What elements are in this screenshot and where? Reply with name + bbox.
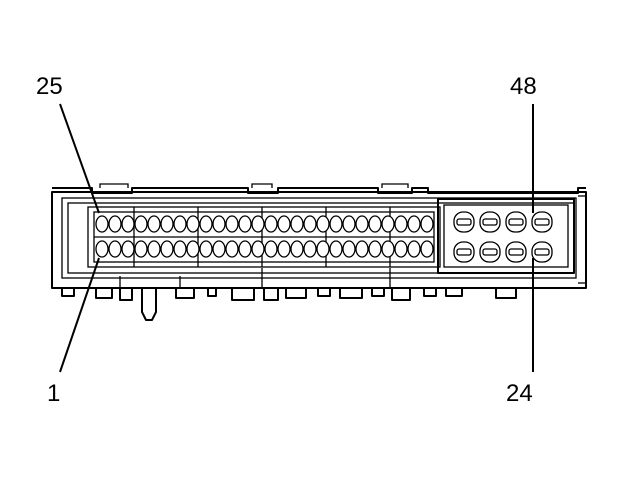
terminal-cavity: [108, 240, 122, 258]
terminal-cavity: [342, 240, 356, 258]
large-terminal-cavity: [453, 211, 475, 233]
terminal-cavity: [212, 215, 226, 233]
leader-pin-25: [59, 103, 100, 214]
large-terminal-cavity: [505, 241, 527, 263]
terminal-cavity: [420, 240, 434, 258]
terminal-cavity: [238, 215, 252, 233]
terminal-cavity: [173, 240, 187, 258]
terminal-cavity: [355, 215, 369, 233]
large-terminal-cavities: [453, 211, 553, 263]
terminal-cavity: [368, 240, 382, 258]
terminal-cavity: [225, 215, 239, 233]
callout-pin-1: 1: [47, 380, 61, 407]
terminal-cavity: [134, 215, 148, 233]
terminal-cavity: [173, 215, 187, 233]
terminal-cavity: [264, 215, 278, 233]
terminal-cavity: [290, 240, 304, 258]
terminal-cavity: [121, 240, 135, 258]
terminal-cavity: [95, 240, 109, 258]
large-terminal-cavity: [531, 211, 553, 233]
large-terminal-cavity: [479, 211, 501, 233]
large-terminal-cavity: [505, 211, 527, 233]
large-terminal-cavity: [479, 241, 501, 263]
callout-pin-25: 25: [36, 73, 63, 100]
terminal-cavity: [368, 215, 382, 233]
terminal-cavity: [199, 240, 213, 258]
terminal-cavity: [186, 215, 200, 233]
small-terminal-cavities: [95, 215, 434, 258]
terminal-cavity: [290, 215, 304, 233]
terminal-cavity: [303, 215, 317, 233]
terminal-cavity: [420, 215, 434, 233]
terminal-cavity: [251, 215, 265, 233]
terminal-cavity: [225, 240, 239, 258]
terminal-cavity: [329, 215, 343, 233]
housing-bottom-features: [61, 268, 517, 321]
leader-lines: [59, 103, 534, 373]
terminal-cavity: [381, 215, 395, 233]
terminal-cavity: [394, 215, 408, 233]
terminal-cavity: [342, 215, 356, 233]
large-terminal-cavity: [531, 241, 553, 263]
callout-pin-24: 24: [506, 380, 533, 407]
terminal-cavity: [121, 215, 135, 233]
terminal-cavity: [303, 240, 317, 258]
terminal-cavity: [251, 240, 265, 258]
cavity-panel-left: [87, 206, 441, 268]
terminal-cavity: [160, 215, 174, 233]
terminal-cavity: [329, 240, 343, 258]
terminal-cavity: [160, 240, 174, 258]
terminal-cavity: [394, 240, 408, 258]
leader-pin-1: [59, 257, 100, 373]
terminal-cavity: [316, 215, 330, 233]
terminal-cavity: [355, 240, 369, 258]
large-terminal-cavity: [453, 241, 475, 263]
callout-pin-48: 48: [510, 73, 537, 100]
cavity-panel-right: [437, 198, 575, 274]
terminal-cavity: [238, 240, 252, 258]
terminal-cavity: [381, 240, 395, 258]
terminal-cavity: [147, 215, 161, 233]
terminal-cavity: [108, 215, 122, 233]
terminal-cavity: [147, 240, 161, 258]
terminal-cavity: [407, 215, 421, 233]
terminal-cavity: [134, 240, 148, 258]
terminal-cavity: [212, 240, 226, 258]
terminal-cavity: [186, 240, 200, 258]
terminal-cavity: [264, 240, 278, 258]
terminal-cavity: [277, 240, 291, 258]
terminal-cavity: [316, 240, 330, 258]
terminal-cavity: [277, 215, 291, 233]
terminal-cavity: [95, 215, 109, 233]
terminal-cavity: [199, 215, 213, 233]
terminal-cavity: [407, 240, 421, 258]
